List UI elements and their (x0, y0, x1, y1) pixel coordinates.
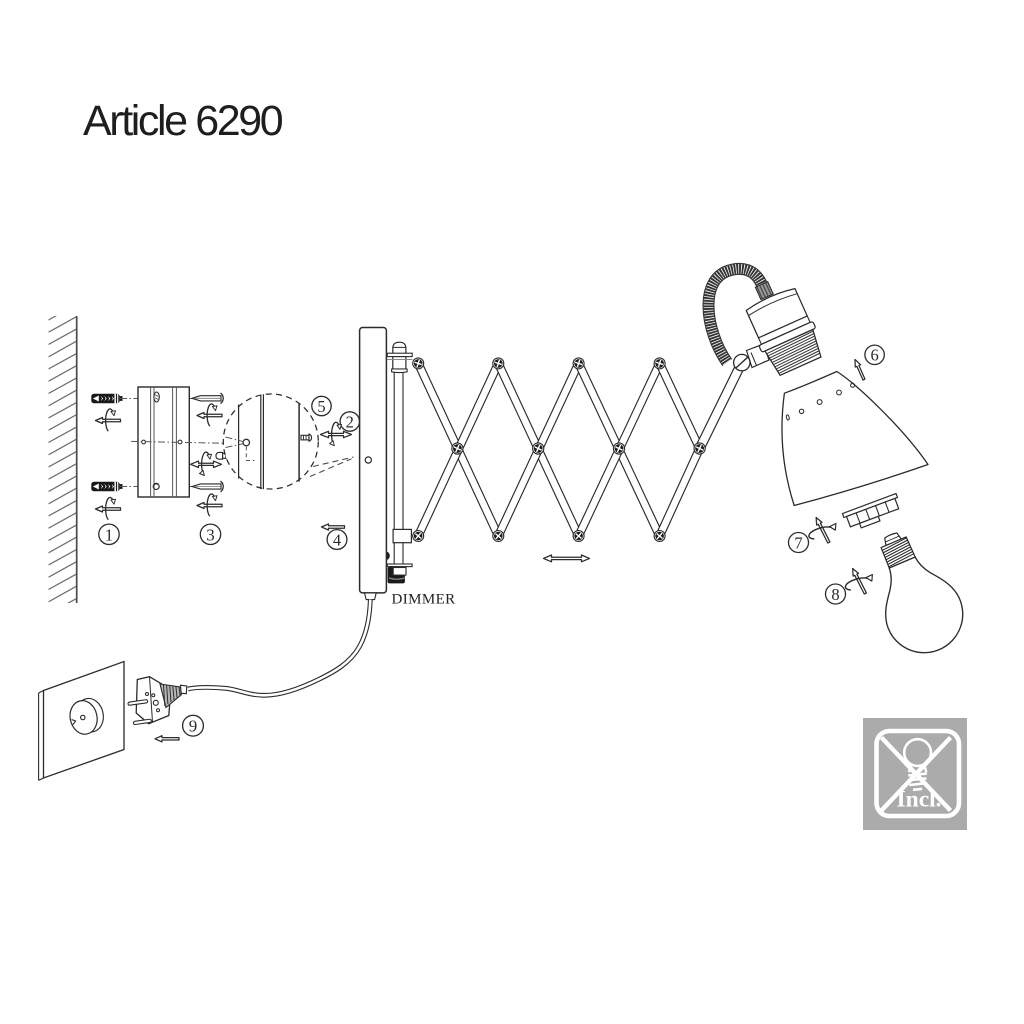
svg-text:Incl.: Incl. (897, 787, 942, 813)
svg-text:8: 8 (831, 585, 839, 604)
svg-text:DIMMER: DIMMER (392, 592, 456, 608)
svg-text:2: 2 (346, 412, 354, 431)
svg-text:1: 1 (105, 525, 114, 544)
svg-text:7: 7 (794, 533, 802, 552)
svg-text:6: 6 (870, 346, 878, 365)
svg-text:5: 5 (317, 397, 325, 416)
svg-text:9: 9 (189, 717, 198, 736)
svg-text:4: 4 (333, 530, 341, 549)
svg-text:3: 3 (206, 525, 215, 544)
svg-text:Article 6290: Article 6290 (83, 97, 283, 145)
